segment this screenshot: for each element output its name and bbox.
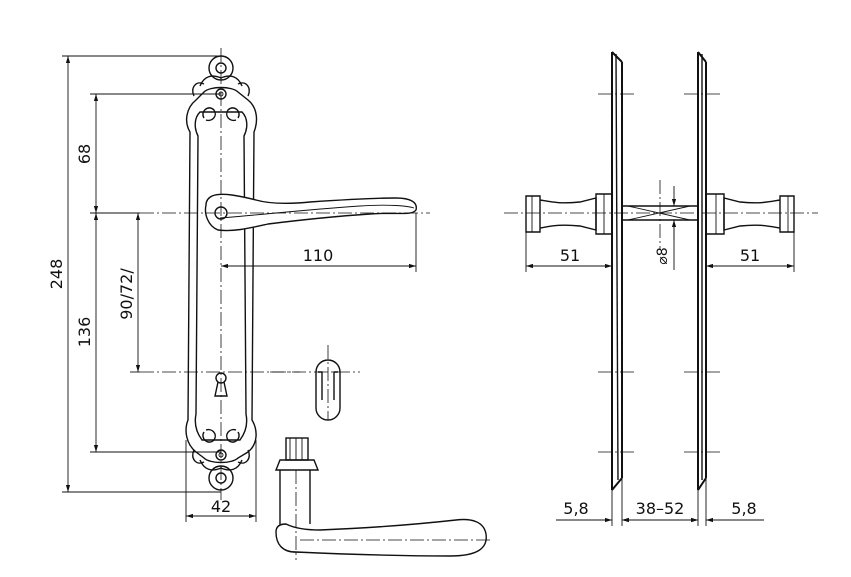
dim-lever-to-bottom: 136	[75, 317, 94, 348]
lever-handle-front	[204, 193, 417, 232]
front-dimension-lines	[62, 55, 417, 522]
dim-plate-width: 42	[211, 497, 231, 516]
dim-knob-projection-right: 51	[740, 246, 760, 265]
dim-plate-thickness-right: 5,8	[731, 499, 756, 518]
side-dimension-lines	[525, 186, 795, 526]
cylinder-profile	[270, 345, 360, 421]
front-center-lines	[140, 48, 430, 500]
dim-overall-height: 248	[47, 259, 66, 290]
dim-lever-length: 110	[303, 246, 334, 265]
dim-plate-thickness-left: 5,8	[563, 499, 588, 518]
side-view	[504, 51, 818, 491]
dim-knob-projection-left: 51	[560, 246, 580, 265]
dim-door-thickness: 38–52	[636, 499, 685, 518]
dim-spindle: ⌀8	[655, 247, 671, 264]
dim-lever-to-keyhole: 90/72/	[117, 268, 136, 320]
lever-top-view	[274, 437, 492, 560]
dim-top-to-lever: 68	[75, 144, 94, 164]
